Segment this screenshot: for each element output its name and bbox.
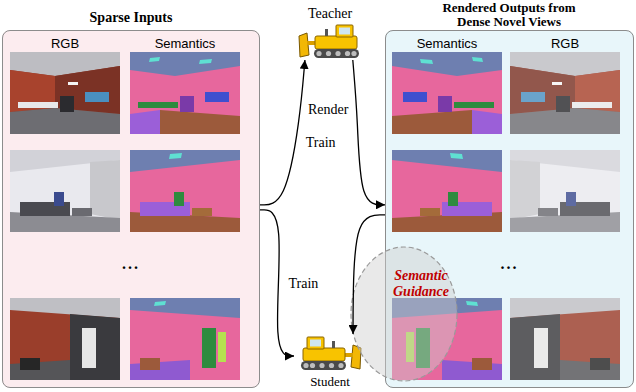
semantic-map [130, 150, 240, 232]
panel-ground [2, 30, 260, 388]
connector-arrow [260, 60, 305, 205]
column-header: RGB [551, 36, 579, 51]
panel-frame [2, 30, 260, 388]
rgb-render [510, 298, 620, 380]
column-header: Semantics [417, 36, 478, 51]
render-haze [510, 52, 620, 134]
rgb-photo [10, 52, 120, 134]
ellipse-outline [351, 247, 457, 381]
rgb-photo [10, 298, 120, 380]
connector-arrow [353, 60, 385, 205]
model-label: Student [310, 374, 350, 389]
semantic-map [392, 150, 502, 232]
rgb-render [510, 298, 620, 380]
semantic-map [130, 298, 240, 380]
ellipsis: ... [122, 255, 140, 273]
semantic-map [392, 52, 502, 134]
rgb-render [510, 150, 620, 232]
rgb-render [510, 150, 620, 232]
column-header: Semantics [155, 36, 216, 51]
semantic-map [392, 150, 502, 232]
rgb-photo [10, 298, 120, 380]
bulldozer-icon [299, 25, 359, 58]
panel-title: Rendered Outputs from Dense Novel Views [429, 1, 589, 29]
edge-label: Train [286, 276, 320, 292]
edge-label: Render [306, 102, 350, 118]
rgb-render [510, 52, 620, 134]
guidance-label: Semantic Guidance [386, 268, 456, 300]
input-panel: Sparse InputsRGB Semantics... [2, 0, 260, 388]
render-haze [510, 150, 620, 232]
edge-label: Train [304, 135, 338, 151]
rgb-render [510, 52, 620, 134]
rgb-photo [10, 150, 120, 232]
model-label: Teacher [308, 6, 352, 22]
render-haze [510, 298, 620, 380]
semantic-map [130, 150, 240, 232]
guidance-ellipse: Semantic Guidance [350, 246, 458, 382]
bulldozer-icon [301, 337, 361, 370]
student-model: Student [294, 334, 366, 389]
column-header: RGB [51, 36, 79, 51]
semantic-map [392, 52, 502, 134]
semantic-map [130, 52, 240, 134]
panel-title: Sparse Inputs [90, 10, 173, 26]
semantic-map [130, 298, 240, 380]
semantic-map [130, 52, 240, 134]
ellipsis: ... [501, 255, 519, 273]
teacher-model: Teacher [292, 2, 368, 60]
rgb-photo [10, 52, 120, 134]
rgb-photo [10, 150, 120, 232]
ellipse-outline [350, 246, 458, 382]
